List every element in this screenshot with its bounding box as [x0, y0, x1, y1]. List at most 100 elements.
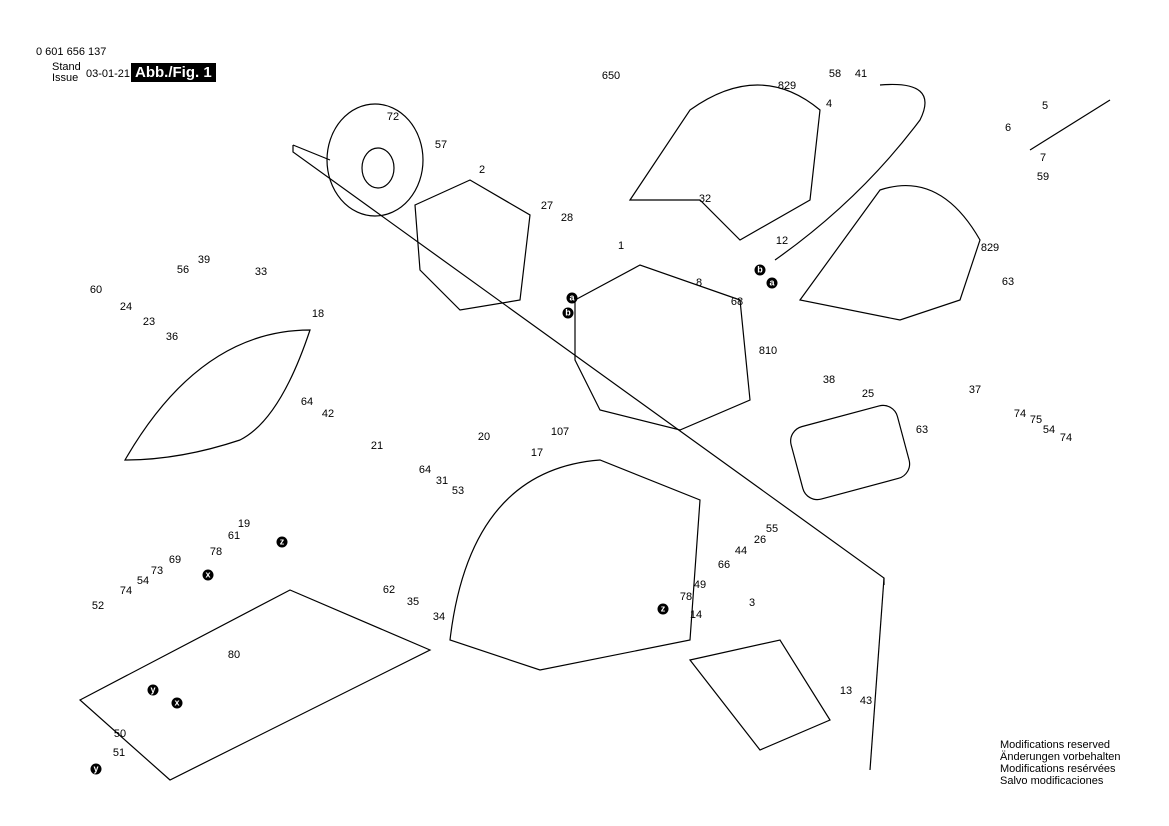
connection-marker: a [566, 292, 578, 304]
saw-body-17 [449, 459, 701, 671]
figure-label: Abb./Fig. 1 [131, 63, 216, 82]
part-label: 44 [734, 545, 748, 557]
part-label: 3 [748, 597, 756, 609]
part-label: 72 [386, 111, 400, 123]
part-label: 74 [119, 585, 133, 597]
connection-marker: y [90, 763, 102, 775]
part-label: 78 [679, 591, 693, 603]
part-label: 50 [113, 728, 127, 740]
part-label: 6 [1004, 122, 1012, 134]
part-label: 24 [119, 301, 133, 313]
part-label: 810 [758, 345, 778, 357]
part-label: 41 [854, 68, 868, 80]
part-label: 14 [689, 609, 703, 621]
stand-issue: Stand Issue [52, 62, 81, 84]
part-label: 650 [601, 70, 621, 82]
handle-829b [798, 185, 981, 321]
part-label: 32 [698, 193, 712, 205]
wheel-72 [326, 103, 424, 217]
part-label: 74 [1013, 408, 1027, 420]
modifications-notice: Modifications reserved Änderungen vorbeh… [1000, 739, 1120, 787]
frame-line [292, 145, 885, 585]
part-label: 64 [418, 464, 432, 476]
connection-marker: x [202, 569, 214, 581]
part-label: 2 [478, 164, 486, 176]
note-line: Modifications resérvées [1000, 763, 1116, 775]
part-label: 34 [432, 611, 446, 623]
connection-marker: y [147, 684, 159, 696]
part-label: 8 [695, 277, 703, 289]
part-label: 53 [451, 485, 465, 497]
part-label: 36 [165, 331, 179, 343]
part-label: 61 [227, 530, 241, 542]
connection-marker: a [766, 277, 778, 289]
note-line: Änderungen vorbehalten [1000, 751, 1121, 763]
part-label: 42 [321, 408, 335, 420]
part-label: 62 [382, 584, 396, 596]
part-label: 66 [717, 559, 731, 571]
part-label: 80 [227, 649, 241, 661]
stand-label: Stand [52, 61, 81, 73]
part-label: 64 [300, 396, 314, 408]
part-label: 63 [1001, 276, 1015, 288]
part-label: 26 [753, 534, 767, 546]
part-label: 12 [775, 235, 789, 247]
part-label: 1 [617, 240, 625, 252]
part-label: 39 [197, 254, 211, 266]
connection-marker: x [171, 697, 183, 709]
part-label: 56 [176, 264, 190, 276]
part-label: 73 [150, 565, 164, 577]
part-label: 49 [693, 579, 707, 591]
part-label: 23 [142, 316, 156, 328]
part-label: 63 [915, 424, 929, 436]
armature-3 [688, 639, 831, 751]
part-label: 68 [730, 296, 744, 308]
stator-2 [414, 179, 531, 311]
housing-1 [574, 264, 751, 431]
part-label: 55 [765, 523, 779, 535]
wires [774, 83, 926, 261]
part-label: 107 [550, 426, 570, 438]
part-label: 33 [254, 266, 268, 278]
issue-date: 03-01-21 [86, 68, 131, 80]
part-label: 78 [209, 546, 223, 558]
note-line: Salvo modificaciones [1000, 775, 1104, 787]
issue-label: Issue [52, 72, 79, 84]
part-label: 17 [530, 447, 544, 459]
part-label: 21 [370, 440, 384, 452]
note-line: Modifications reserved [1000, 739, 1111, 751]
part-label: 25 [861, 388, 875, 400]
cable-5 [1029, 99, 1111, 151]
part-label: 58 [828, 68, 842, 80]
part-number: 0 601 656 137 [36, 46, 107, 58]
part-label: 54 [136, 575, 150, 587]
part-label: 5 [1041, 100, 1049, 112]
part-label: 69 [168, 554, 182, 566]
connection-marker: b [754, 264, 766, 276]
part-label: 37 [968, 384, 982, 396]
part-label: 7 [1039, 152, 1047, 164]
part-label: 829 [980, 242, 1000, 254]
part-label: 60 [89, 284, 103, 296]
connection-marker: b [562, 307, 574, 319]
connection-marker: z [276, 536, 288, 548]
connection-marker: z [657, 603, 669, 615]
part-label: 20 [477, 431, 491, 443]
part-label: 13 [839, 685, 853, 697]
part-label: 28 [560, 212, 574, 224]
part-label: 35 [406, 596, 420, 608]
part-label: 59 [1036, 171, 1050, 183]
part-label: 54 [1042, 424, 1056, 436]
part-label: 57 [434, 139, 448, 151]
part-label: 27 [540, 200, 554, 212]
handle-829 [628, 84, 821, 241]
part-label: 4 [825, 98, 833, 110]
part-label: 31 [435, 475, 449, 487]
part-label: 18 [311, 308, 325, 320]
part-label: 52 [91, 600, 105, 612]
part-label: 51 [112, 747, 126, 759]
part-label: 75 [1029, 414, 1043, 426]
part-label: 829 [777, 80, 797, 92]
part-label: 38 [822, 374, 836, 386]
